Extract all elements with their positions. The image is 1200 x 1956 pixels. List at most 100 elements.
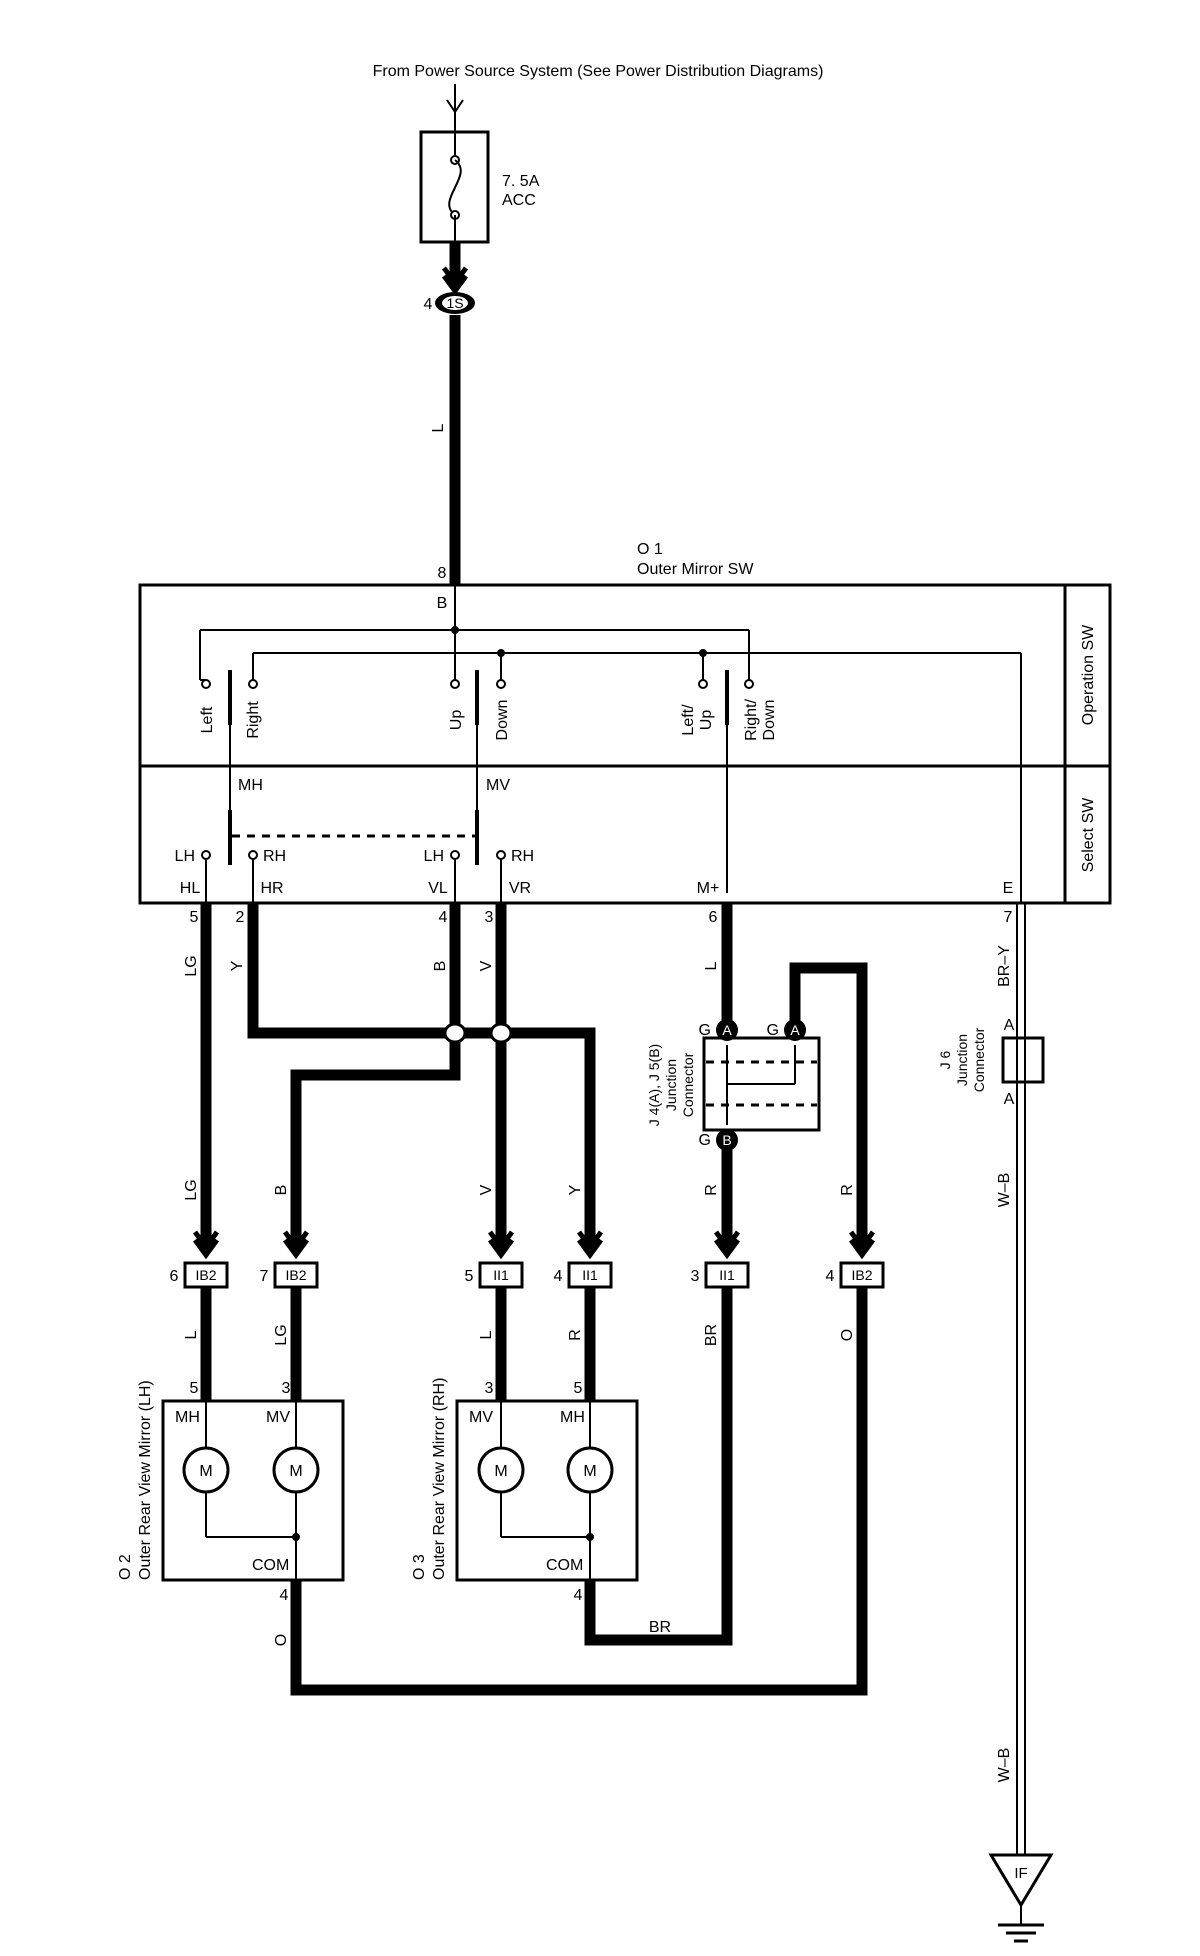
ii1-b-id: II1: [582, 1267, 598, 1283]
pin-mplus: 6: [709, 909, 718, 926]
select-contacts: [201, 810, 506, 903]
wire-vl: [290, 903, 461, 1243]
switch-name: Outer Mirror SW: [637, 561, 754, 578]
wl-br-down: BR: [703, 1324, 720, 1346]
mirror-lh-name: Outer Rear View Mirror (LH): [137, 1380, 154, 1580]
pos-right: Right: [245, 701, 262, 739]
term-hl: HL: [180, 880, 201, 897]
wl-r-low-1: R: [703, 1184, 720, 1196]
ib2-c-id: IB2: [851, 1267, 872, 1283]
mirror-rh-id: O 3: [411, 1554, 428, 1580]
j6-name-3: Connector: [971, 1027, 987, 1092]
junction-j6: [1001, 1036, 1045, 1084]
ii1-a-id: II1: [493, 1267, 509, 1283]
mirror-rh-mh: MH: [560, 1409, 585, 1426]
pos-left: Left: [199, 706, 216, 733]
wl-hr: Y: [229, 960, 246, 971]
sel-mv: MV: [486, 777, 510, 794]
inline-connector-arrows: [192, 1230, 876, 1260]
mirror-lh-mv: MV: [266, 1409, 290, 1426]
term-mplus: M+: [697, 880, 720, 897]
wl-o-down: O: [839, 1329, 856, 1341]
pin-vr: 3: [485, 909, 494, 926]
op-contacts: [200, 670, 754, 893]
ground-id: IF: [1014, 1865, 1027, 1882]
mirror-lh-motor-1: M: [199, 1463, 212, 1480]
wire-supply-label: L: [430, 423, 447, 432]
mirror-rh-com: COM: [546, 1557, 583, 1574]
mirror-lh-motor-2: M: [289, 1463, 302, 1480]
j4-name-2: Junction: [663, 1059, 679, 1111]
pin-hr: 2: [236, 909, 245, 926]
pos-right-down-1: Right/: [743, 699, 760, 741]
fuse-rating: 7. 5A: [502, 173, 540, 190]
wl-mplus: L: [703, 961, 720, 970]
mirror-lh-body: [161, 1399, 345, 1582]
j4-g3: G: [699, 1132, 711, 1149]
wl-e: BR–Y: [996, 945, 1013, 987]
wl-l-rh: L: [478, 1330, 495, 1339]
j4-name-3: Connector: [680, 1052, 696, 1117]
wl-l-mir: L: [183, 1330, 200, 1339]
mirror-rh-pin-com: 4: [574, 1587, 583, 1604]
wl-vl: B: [432, 961, 449, 972]
sel-lh-2: LH: [424, 848, 444, 865]
mirror-rh-motor-1: M: [494, 1463, 507, 1480]
wl-r-low-2: R: [839, 1184, 856, 1196]
j4-a1: A: [722, 1022, 732, 1038]
term-hr: HR: [260, 880, 283, 897]
pos-up: Up: [448, 710, 465, 731]
mirror-lh-pin-mh: 5: [190, 1380, 199, 1397]
ib2-c-pin: 4: [826, 1268, 835, 1285]
ib2-b-id: IB2: [285, 1267, 306, 1283]
j6-a-bot: A: [1004, 1091, 1015, 1108]
connector-1s-arrow: [441, 242, 469, 296]
wl-o-bottom: O: [273, 1634, 290, 1646]
wl-y-low: Y: [567, 1184, 584, 1195]
mirror-lh-id: O 2: [117, 1554, 134, 1580]
fuse: [419, 130, 490, 244]
wl-r-rh: R: [567, 1329, 584, 1341]
fuse-name: ACC: [502, 192, 536, 209]
wl-vr: V: [478, 960, 495, 971]
mirror-rh-mv: MV: [469, 1409, 493, 1426]
connector-1s-id: 1S: [446, 295, 463, 311]
mirror-rh-motor-2: M: [583, 1463, 596, 1480]
ii1-c-pin: 3: [691, 1268, 700, 1285]
mirror-lh-com: COM: [252, 1557, 289, 1574]
switch-id: O 1: [637, 541, 663, 558]
ib2-a-pin: 6: [170, 1268, 179, 1285]
switch-b-label: B: [437, 595, 448, 612]
ground-symbol: [988, 1853, 1054, 1943]
wires-lower: [200, 1287, 868, 1696]
op-sw-label: Operation SW: [1080, 624, 1097, 725]
mirror-rh-pin-mv: 3: [485, 1380, 494, 1397]
wl-lg-low: LG: [183, 1179, 200, 1200]
mirror-lh-mh: MH: [175, 1409, 200, 1426]
sel-rh-2: RH: [511, 848, 534, 865]
connector-1s: [435, 292, 475, 314]
wl-wb-mid: W–B: [996, 1173, 1013, 1208]
j4-a2: A: [790, 1022, 800, 1038]
wl-v-low: V: [478, 1184, 495, 1195]
j6-name-1: J 6: [937, 1050, 953, 1069]
sel-mh: MH: [238, 777, 263, 794]
term-e: E: [1003, 880, 1014, 897]
source-note: From Power Source System (See Power Dist…: [373, 63, 824, 80]
j6-name-2: Junction: [954, 1034, 970, 1086]
j6-a-top: A: [1004, 1017, 1015, 1034]
j4-g2: G: [767, 1022, 779, 1039]
junction-j4: [702, 1019, 821, 1151]
mirror-rh-pin-mh: 5: [574, 1380, 583, 1397]
pin-hl: 5: [190, 909, 199, 926]
source-arrow: [446, 84, 464, 132]
mirror-rh-name: Outer Rear View Mirror (RH): [431, 1378, 448, 1580]
wl-lg-mir: LG: [273, 1324, 290, 1345]
sel-rh-1: RH: [263, 848, 286, 865]
pin-e: 7: [1004, 909, 1013, 926]
term-vr: VR: [509, 880, 531, 897]
sel-sw-label: Select SW: [1080, 797, 1097, 873]
pos-left-up-2: Up: [698, 710, 715, 731]
wl-wb-bottom: W–B: [996, 1748, 1013, 1783]
